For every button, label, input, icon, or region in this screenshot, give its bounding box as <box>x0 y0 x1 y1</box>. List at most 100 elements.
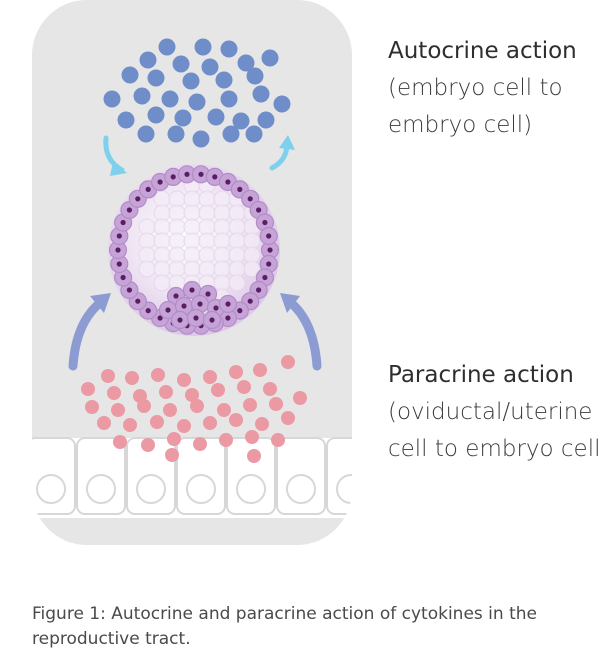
trophectoderm-nucleus <box>256 287 262 293</box>
paracrine-cytokine-dot <box>97 416 111 430</box>
autocrine-cytokine-dot <box>139 51 157 69</box>
paracrine-cytokine-dot <box>165 448 179 462</box>
paracrine-title: Paracrine action <box>388 362 574 388</box>
paracrine-cytokine-dot <box>219 433 233 447</box>
trophectoderm-nucleus <box>225 179 231 185</box>
autocrine-cytokine-dot <box>257 111 275 129</box>
trophectoderm-nucleus <box>145 308 151 314</box>
epithelial-nucleus <box>86 474 116 504</box>
trophectoderm-nucleus <box>135 196 141 202</box>
autocrine-cytokine-dot <box>220 90 238 108</box>
epithelial-nucleus <box>186 474 216 504</box>
paracrine-cytokine-dot <box>243 398 257 412</box>
trophectoderm-nucleus <box>120 219 126 226</box>
paracrine-arrow-right <box>285 297 322 371</box>
inner-cell-mass-nucleus <box>205 291 211 297</box>
inner-cell-mass-nucleus <box>177 317 183 323</box>
autocrine-cytokine-dot <box>194 38 212 56</box>
caption-line1: Figure 1: Autocrine and paracrine action… <box>32 604 537 624</box>
trophectoderm-nucleus <box>126 207 132 213</box>
paracrine-cytokine-dot <box>211 383 225 397</box>
paracrine-cytokine-dot <box>229 413 243 427</box>
autocrine-label: Autocrine action (embryo cell to embryo … <box>388 33 577 144</box>
trophectoderm-nucleus <box>135 298 141 304</box>
inner-cell-mass-nucleus <box>165 307 171 313</box>
paracrine-cytokine-dot <box>177 419 191 433</box>
trophectoderm-nucleus <box>145 186 151 192</box>
autocrine-desc-line2: embryo cell) <box>388 112 533 138</box>
epithelial-nucleus <box>236 474 266 504</box>
paracrine-cytokine-dot <box>81 382 95 396</box>
trophectoderm-nucleus <box>116 233 122 239</box>
inner-cell-mass-nucleus <box>225 301 231 307</box>
autocrine-cytokine-dot <box>167 125 185 143</box>
paracrine-cytokine-dot <box>185 388 199 402</box>
trophectoderm-nucleus <box>126 287 132 293</box>
paracrine-cytokine-dot <box>281 355 295 369</box>
paracrine-arrows <box>68 293 322 371</box>
trophectoderm-nucleus <box>170 174 176 180</box>
autocrine-desc-line1: (embryo cell to <box>388 75 563 101</box>
autocrine-cytokine-dot <box>215 71 233 89</box>
autocrine-cytokine-dot <box>246 67 264 85</box>
trophectoderm-nucleus <box>225 315 231 321</box>
autocrine-cytokine-dot <box>261 49 279 67</box>
autocrine-cytokine-dot <box>103 90 121 108</box>
paracrine-cytokine-dot <box>247 449 261 463</box>
autocrine-cytokine-dot <box>220 40 238 58</box>
paracrine-desc-line2: cell to embryo cell) <box>388 436 600 462</box>
autocrine-title: Autocrine action <box>388 38 577 64</box>
paracrine-cytokine-dot <box>125 371 139 385</box>
trophectoderm-nucleus <box>157 179 163 185</box>
paracrine-cytokine-dot <box>237 380 251 394</box>
trophectoderm-nucleus <box>115 247 121 253</box>
paracrine-cytokine-dot <box>255 417 269 431</box>
inner-cell-mass-nucleus <box>197 301 203 307</box>
paracrine-cytokine-dot <box>177 373 191 387</box>
inner-cell-mass-nucleus <box>189 287 195 293</box>
autocrine-arrows <box>103 135 295 176</box>
autocrine-cytokine-dot <box>174 109 192 127</box>
embryo-inner-cell <box>228 274 246 292</box>
inner-cell-mass-nucleus <box>181 303 187 309</box>
autocrine-cytokine-dot <box>188 93 206 111</box>
paracrine-cytokine-dot <box>263 382 277 396</box>
epithelial-nucleus <box>336 474 352 504</box>
paracrine-cytokine-dot <box>203 416 217 430</box>
autocrine-cytokine-dot <box>252 85 270 103</box>
autocrine-cytokine-dot <box>245 125 263 143</box>
autocrine-cytokine-dot <box>147 106 165 124</box>
paracrine-cytokine-dot <box>107 386 121 400</box>
autocrine-cytokine-dot <box>121 66 139 84</box>
paracrine-cytokine-dot <box>123 418 137 432</box>
paracrine-cytokine-dot <box>269 397 283 411</box>
embryo-inner-cell <box>153 274 171 292</box>
autocrine-cytokine-dot <box>158 38 176 56</box>
paracrine-cytokine-dot <box>253 363 267 377</box>
inner-cell-mass-nucleus <box>173 293 179 299</box>
trophectoderm-nucleus <box>247 298 253 304</box>
paracrine-cytokine-dot <box>229 365 243 379</box>
paracrine-cytokine-dot <box>190 399 204 413</box>
embryo <box>108 164 280 336</box>
trophectoderm-nucleus <box>212 174 218 180</box>
epithelium <box>32 437 352 518</box>
autocrine-cytokine-dot <box>201 58 219 76</box>
trophectoderm-nucleus <box>237 186 243 192</box>
autocrine-cytokine-dot <box>182 72 200 90</box>
epithelial-nucleus <box>36 474 66 504</box>
embryo-inner-cell <box>243 260 261 278</box>
inner-cell-mass-nucleus <box>193 315 199 321</box>
paracrine-cytokine-dot <box>137 399 151 413</box>
paracrine-cytokine-dot <box>151 368 165 382</box>
epithelial-nucleus <box>286 474 316 504</box>
paracrine-cytokines <box>81 355 307 463</box>
trophectoderm-nucleus <box>237 308 243 314</box>
paracrine-cytokine-dot <box>167 432 181 446</box>
paracrine-cytokine-dot <box>203 370 217 384</box>
paracrine-cytokine-dot <box>193 437 207 451</box>
paracrine-cytokine-dot <box>85 400 99 414</box>
inner-cell-mass-nucleus <box>209 317 215 323</box>
autocrine-cytokine-dot <box>147 69 165 87</box>
autocrine-cytokine-dot <box>117 111 135 129</box>
